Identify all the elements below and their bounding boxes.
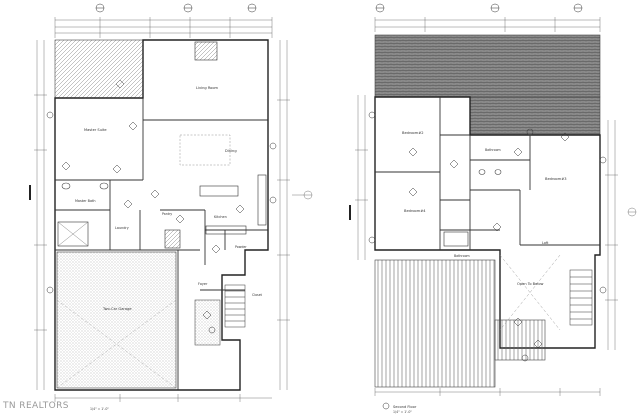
room-label-kitchen: Kitchen: [214, 215, 227, 219]
room-label-master: Master Suite: [84, 128, 107, 132]
stairs-first-floor: [224, 284, 246, 328]
exterior-walls-2: [374, 96, 601, 349]
dimension-strings-right: [277, 40, 313, 390]
fireplace: [194, 41, 218, 61]
exterior-walls: [54, 39, 269, 391]
section-markers-second-floor: [368, 111, 607, 362]
room-label-open-to-below: Open To Below: [517, 282, 544, 286]
porch-below: [374, 259, 496, 388]
dimension-strings-top: [54, 17, 273, 38]
watermark-logo: TN REALTORS: [3, 401, 69, 411]
tub: [57, 221, 89, 247]
room-label-powder: Powder: [235, 245, 247, 249]
tub-2: [443, 231, 469, 247]
room-label-bedroom-4: Bedroom#4: [404, 209, 426, 213]
dimension-strings-left-2: [349, 95, 368, 260]
kitchen-island: [199, 185, 239, 197]
room-label-bathroom-a: Bathroom: [485, 148, 501, 152]
grid-markers-top: [95, 3, 257, 13]
room-label-loft: Loft: [542, 241, 549, 245]
room-label-closet: Closet: [252, 293, 263, 297]
first-floor-scale: 1/4" = 1'-0": [90, 407, 109, 411]
stairs-second-floor: [569, 269, 593, 326]
second-floor-plan: [349, 3, 637, 410]
interior-walls: [55, 98, 268, 390]
room-label-foyer: Foyer: [198, 282, 208, 286]
deck-area: [54, 39, 144, 99]
room-label-garage: Two-Car Garage: [102, 307, 132, 311]
first-floor-plan: [29, 3, 313, 402]
room-label-bedroom-3: Bedroom#3: [545, 177, 567, 181]
second-floor-scale: 1/4" = 1'-0": [393, 410, 412, 414]
second-floor-title: Second Floor: [393, 405, 417, 409]
room-label-pantry: Pantry: [162, 212, 172, 216]
dimension-strings-bottom-2: [374, 388, 601, 396]
dimension-strings-right-2: [605, 120, 637, 350]
room-label-bedroom-2: Bedroom#2: [402, 131, 424, 135]
second-floor-room-labels: Bedroom#2 Bedroom#3 Bedroom#4 Bathroom B…: [393, 131, 567, 414]
kitchen-counter: [205, 225, 247, 235]
room-label-laundry: Laundry: [115, 226, 129, 230]
dimension-strings-left: [29, 40, 47, 390]
first-floor-room-labels: Living Room Master Suite Dining Master B…: [75, 86, 263, 411]
garage-floor: [56, 251, 177, 389]
grid-markers-top-2: [375, 3, 583, 13]
section-markers-first-floor: [46, 79, 277, 334]
room-label-dining: Dining: [225, 149, 237, 153]
room-label-living: Living Room: [196, 86, 219, 90]
room-label-bathroom-b: Bathroom: [454, 254, 470, 258]
interior-walls-2: [375, 97, 600, 250]
dimension-strings-bottom: [54, 394, 272, 402]
roof-below: [374, 34, 601, 98]
room-label-master-bath: Master Bath: [75, 199, 96, 203]
dimension-strings-top-2: [374, 17, 601, 32]
